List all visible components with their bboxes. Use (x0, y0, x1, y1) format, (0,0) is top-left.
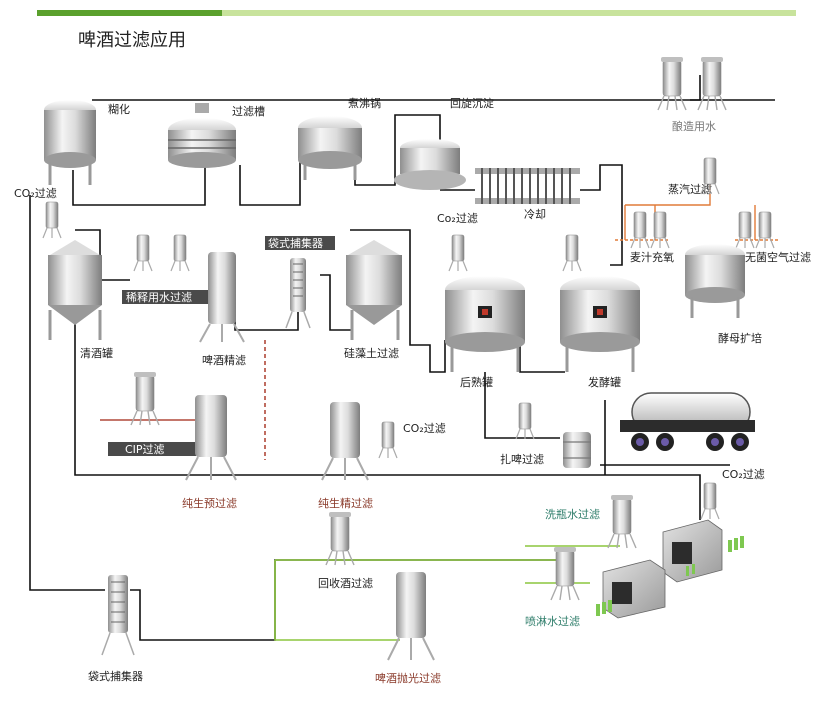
label-kieselguhr: 硅藻土过滤 (344, 347, 399, 360)
kieselguhr-filter-tank (346, 240, 402, 340)
label-wort-oxygen: 麦汁充氧 (630, 250, 674, 264)
steam-filter (700, 157, 720, 195)
pure-fine-filter (321, 402, 369, 481)
label-cooling: 冷却 (524, 208, 546, 221)
label-dilution-water: 稀释用水过滤 (126, 291, 192, 304)
beer-fine-filter (199, 252, 245, 343)
label-co2-top-left: CO₂过滤 (14, 187, 57, 200)
bottle-wash-filter (607, 494, 637, 549)
label-bg-bag-top (265, 236, 335, 250)
wort-oxygen-filters (630, 211, 670, 249)
label-yeast: 酵母扩培 (718, 331, 762, 345)
tunnel-machine-icon (602, 519, 723, 619)
co2-filter-mid-1 (448, 234, 468, 272)
co2-filter-right (378, 421, 398, 459)
label-polish: 啤酒抛光过滤 (375, 671, 441, 685)
post-ferment-tank (445, 276, 525, 372)
label-recycle: 回收酒过滤 (318, 576, 373, 590)
boil-kettle (298, 116, 362, 180)
label-co2-right: CO₂过滤 (403, 422, 446, 435)
plate-cooler-icon (475, 168, 580, 204)
co2-filter-mid-2 (562, 234, 582, 272)
cip-filter (130, 371, 160, 426)
label-bright-tank: 清酒罐 (80, 347, 113, 360)
label-mash: 糊化 (108, 102, 130, 116)
label-bg-dilution (122, 290, 210, 304)
bag-collector-bottom (101, 575, 135, 656)
mash-tun (44, 100, 96, 185)
label-beer-fine: 啤酒精滤 (202, 353, 246, 367)
label-draft: 扎啤过滤 (500, 452, 544, 466)
label-brew-water: 酿造用水 (672, 119, 716, 133)
label-bg-cip (108, 442, 196, 456)
bottle-icon (596, 536, 744, 616)
label-sterile-air: 无菌空气过滤 (745, 250, 811, 264)
keg-icon (563, 432, 591, 468)
co2-filter-bottom-right (700, 482, 720, 520)
label-cip: CIP过滤 (125, 443, 165, 456)
label-ferment: 发酵罐 (588, 375, 621, 389)
header-bar-light (222, 10, 796, 16)
bright-beer-tank (48, 240, 102, 340)
lauter-tun (168, 103, 236, 168)
label-co2-bottom-right: CO₂过滤 (722, 468, 765, 481)
pure-pre-filter (185, 395, 237, 481)
label-co2-mid: Co₂过滤 (437, 212, 478, 225)
label-lauter: 过滤槽 (232, 105, 265, 118)
bag-collector-icon (285, 258, 311, 329)
label-bottle-wash: 洗瓶水过滤 (545, 507, 600, 521)
recycle-filter (325, 511, 355, 566)
whirlpool-tank (394, 139, 466, 190)
label-post-ferment: 后熟罐 (460, 375, 493, 389)
label-pure-fine: 纯生精过滤 (318, 496, 373, 510)
polish-filter (387, 572, 435, 661)
brew-water-filters (657, 56, 727, 111)
draft-filter (515, 402, 535, 440)
pipe-network (29, 75, 780, 641)
label-bag-collector-bottom: 袋式捕集器 (88, 669, 143, 683)
label-boil: 煮沸锅 (348, 97, 381, 110)
label-bag-collector-top: 袋式捕集器 (268, 236, 323, 250)
spray-water-filter (550, 546, 580, 601)
dilution-water-filters (133, 234, 190, 272)
label-spray-water: 喷淋水过滤 (525, 615, 580, 628)
ferment-tank (560, 276, 640, 372)
header-bar-dark (37, 10, 222, 16)
label-pure-pre: 纯生预过滤 (182, 496, 237, 510)
tanker-truck-icon (620, 392, 755, 451)
yeast-tank (685, 244, 745, 318)
co2-filter-top-left (42, 201, 62, 239)
page-title: 啤酒过滤应用 (78, 30, 186, 51)
label-whirlpool: 回旋沉淀 (450, 96, 494, 110)
